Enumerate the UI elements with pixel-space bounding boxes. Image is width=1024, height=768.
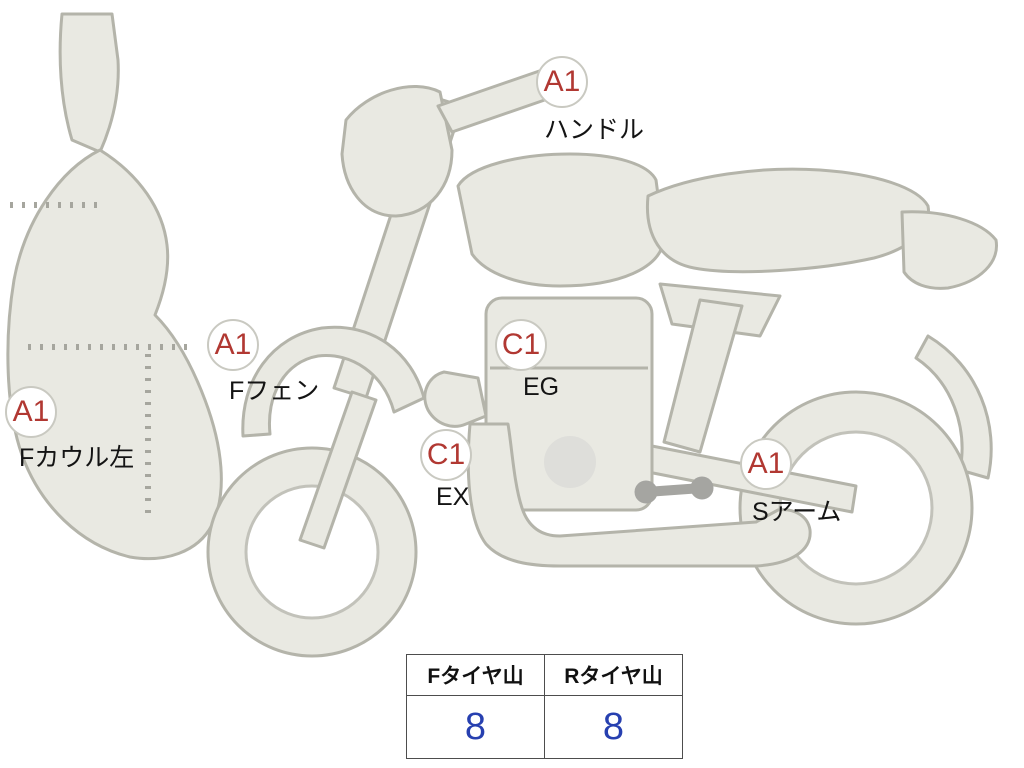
damage-part-label: Fカウル左 bbox=[19, 444, 135, 472]
damage-marker-engine: C1 EG bbox=[495, 319, 559, 401]
tire-table-header-rear: Rタイヤ山 bbox=[545, 655, 682, 695]
bike-headlight bbox=[340, 85, 454, 218]
bike-exhaust-pipe bbox=[466, 422, 812, 568]
tire-table-header-front: Fタイヤ山 bbox=[407, 655, 544, 695]
damage-part-label: EX bbox=[436, 483, 470, 511]
bike-seat bbox=[645, 167, 930, 274]
damage-code-badge: A1 bbox=[740, 438, 792, 490]
bike-footpeg-end bbox=[690, 476, 714, 500]
damage-part-label: ハンドル bbox=[544, 116, 645, 144]
bike-front-rim bbox=[244, 484, 380, 620]
bike-exhaust-header bbox=[423, 370, 488, 428]
bike-rear-fender bbox=[914, 334, 993, 480]
tire-tread-rear-value: 8 bbox=[545, 696, 682, 758]
tire-tread-front-value: 8 bbox=[407, 696, 544, 758]
damage-code-badge: A1 bbox=[536, 56, 588, 108]
tire-tread-table: Fタイヤ山 Rタイヤ山 8 8 bbox=[406, 654, 683, 759]
damage-code-badge: A1 bbox=[5, 386, 57, 438]
damage-code-badge: A1 bbox=[207, 319, 259, 371]
damage-marker-front-cowl-left: A1 Fカウル左 bbox=[5, 386, 134, 472]
bike-rear-rim bbox=[778, 430, 934, 586]
damage-marker-handlebar: A1 ハンドル bbox=[536, 56, 644, 144]
damage-code-badge: C1 bbox=[495, 319, 547, 371]
bike-tail-cowl bbox=[900, 210, 998, 290]
damage-code-badge: C1 bbox=[420, 429, 472, 481]
bike-windscreen bbox=[58, 12, 120, 154]
bike-fuel-tank bbox=[456, 152, 666, 288]
damage-part-label: Sアーム bbox=[752, 498, 842, 526]
bike-engine-case bbox=[544, 436, 596, 488]
damage-part-label: Fフェン bbox=[229, 377, 320, 405]
damage-marker-front-fender: A1 Fフェン bbox=[207, 319, 319, 405]
bike-footpeg-end bbox=[634, 480, 658, 504]
damage-marker-exhaust: C1 EX bbox=[420, 429, 472, 511]
bike-front-cowl bbox=[6, 148, 223, 561]
bike-front-fork-lower bbox=[298, 390, 378, 550]
bike-frame-tube bbox=[662, 298, 744, 454]
damage-marker-swing-arm: A1 Sアーム bbox=[740, 438, 841, 526]
damage-part-label: EG bbox=[523, 373, 560, 401]
